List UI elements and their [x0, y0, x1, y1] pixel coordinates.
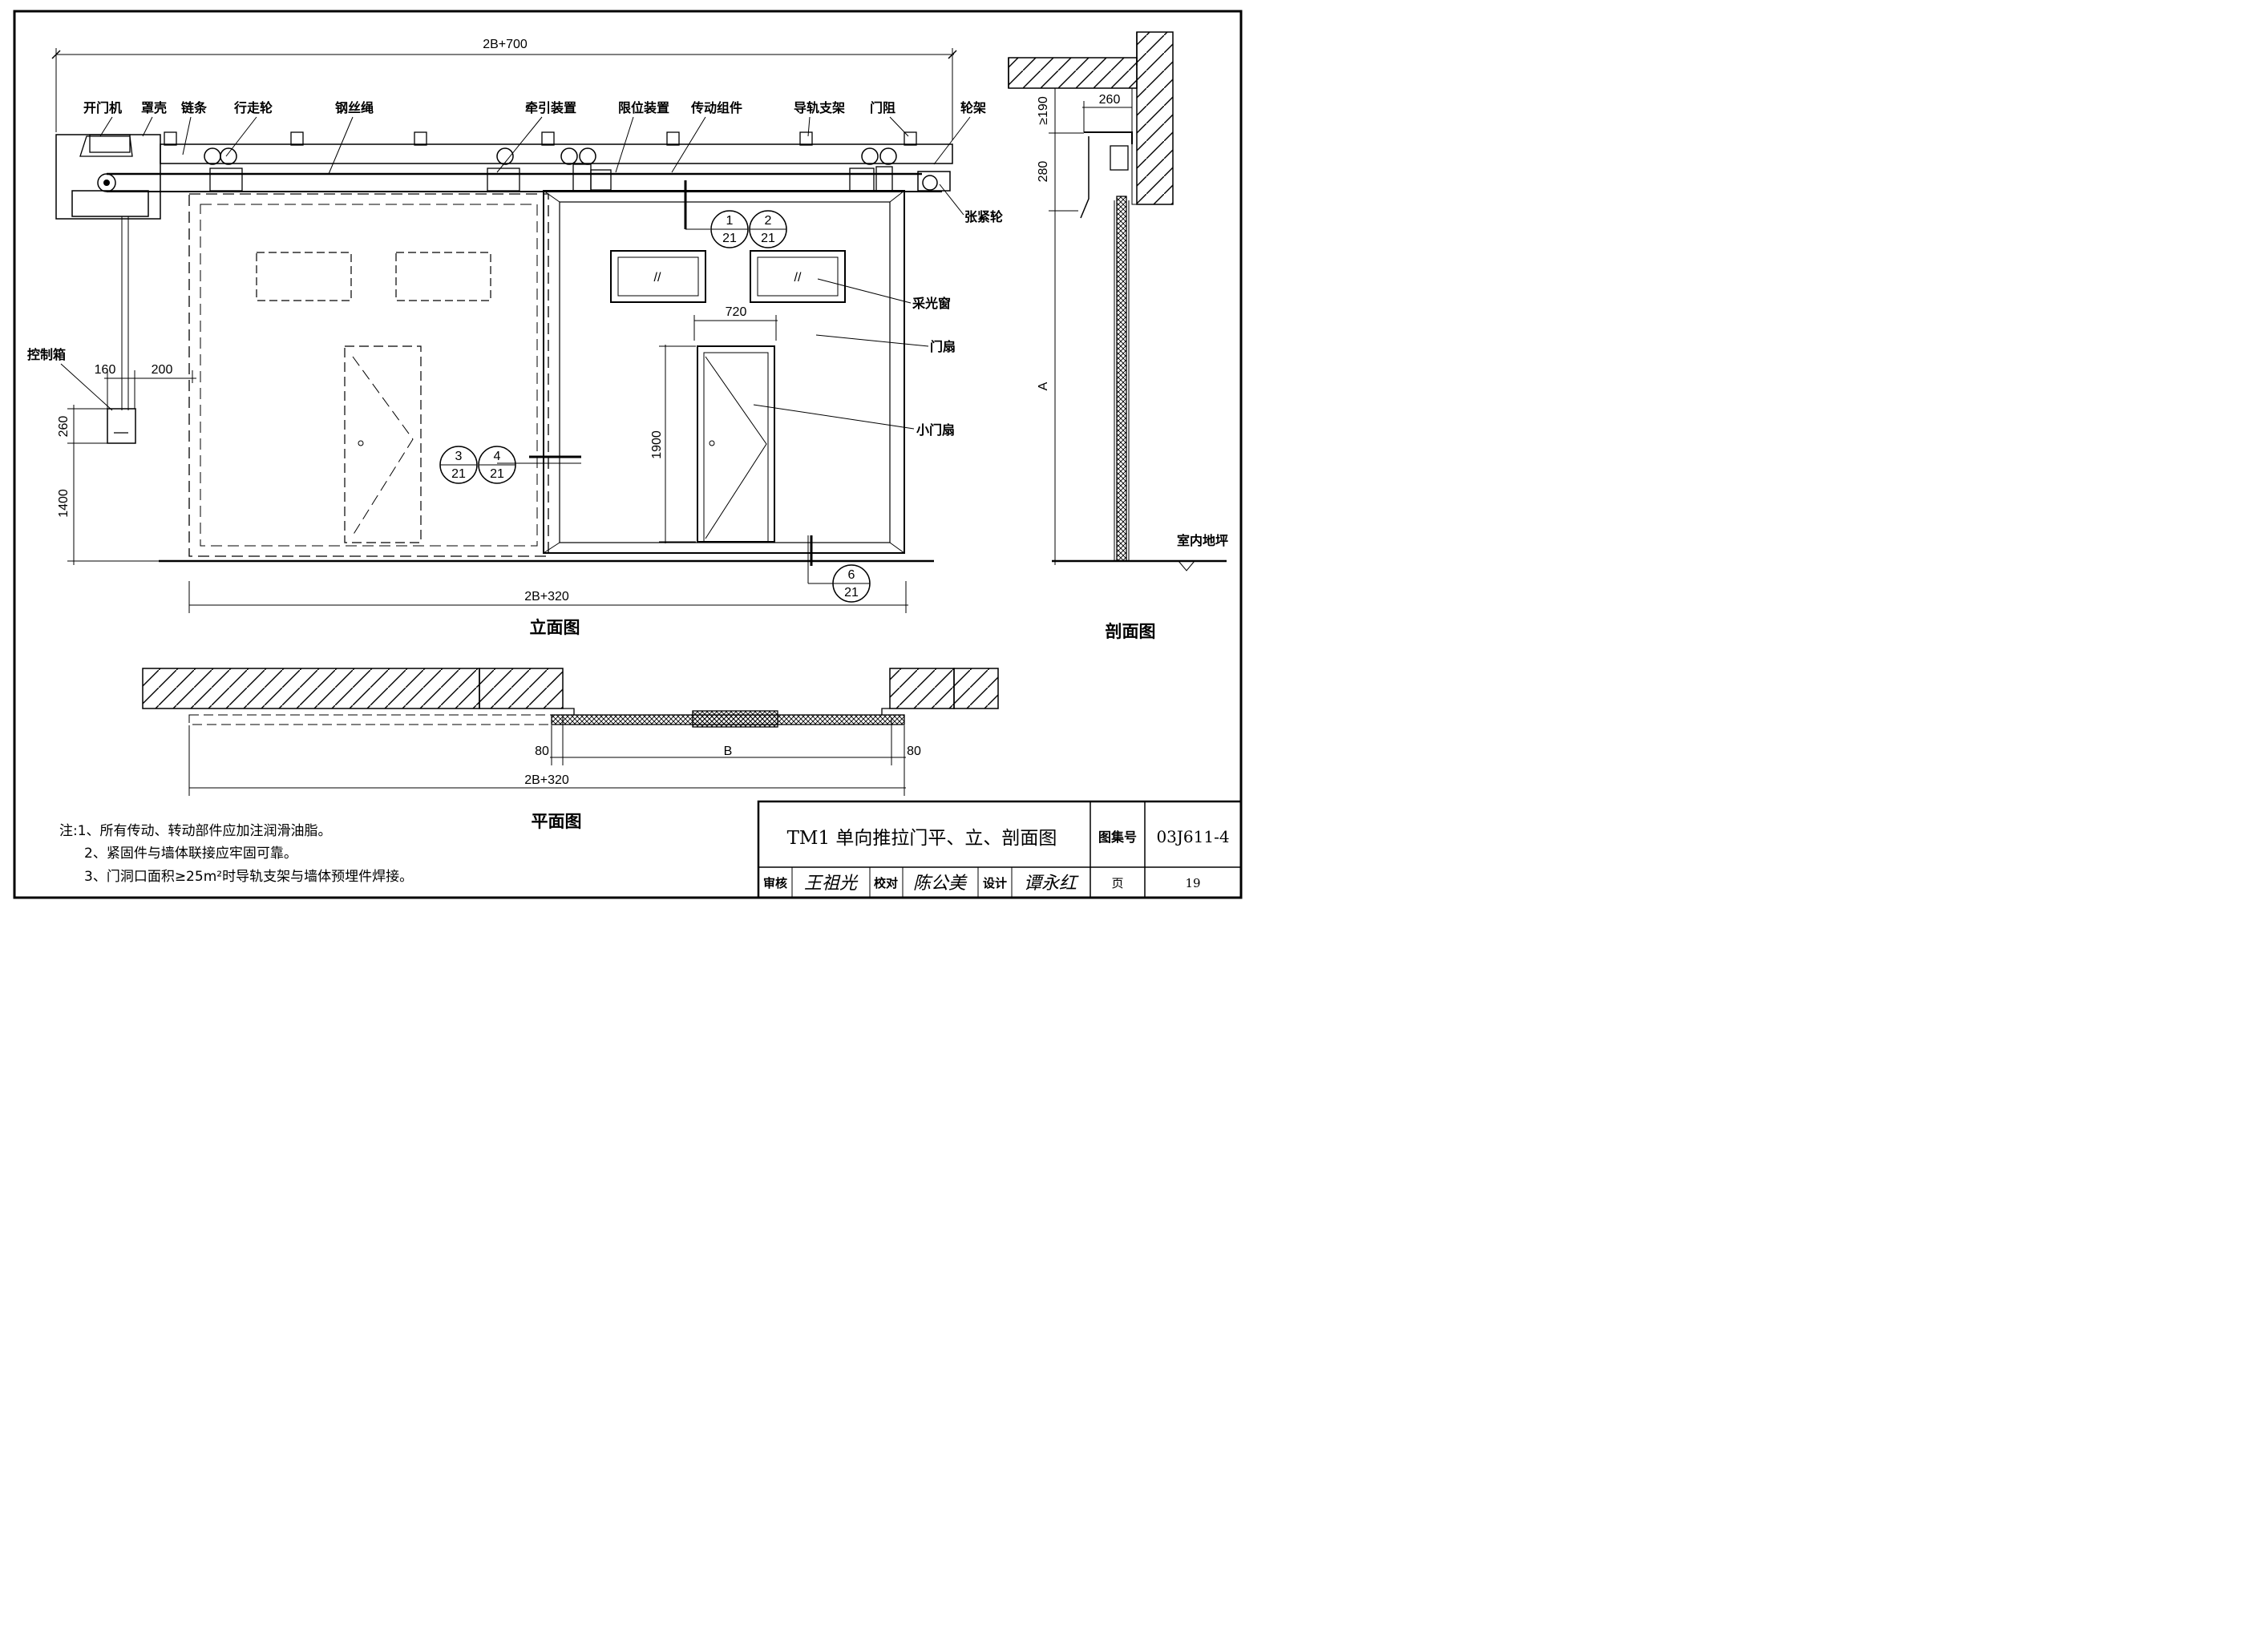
- label-drive: 传动组件: [690, 100, 742, 115]
- section-wall: [1136, 31, 1174, 205]
- plan-wall-right: [889, 668, 955, 709]
- title-section: 剖面图: [1106, 622, 1156, 641]
- dim-plan-left: 80: [535, 745, 549, 758]
- plan-door-open-position: [188, 714, 552, 725]
- check-label: 校对: [874, 876, 898, 890]
- callout-6-num: 6: [848, 568, 855, 582]
- label-rail-bracket: 导轨支架: [794, 100, 845, 115]
- section-lintel: [1008, 57, 1138, 89]
- label-cover: 罩壳: [141, 100, 167, 115]
- label-light-window: 采光窗: [912, 296, 951, 311]
- section-door: [1116, 196, 1127, 562]
- svg-text://: //: [794, 271, 802, 285]
- control-box: [107, 408, 136, 444]
- plan-view: 80 B 80 2B+320 平面图: [142, 668, 999, 831]
- label-wicket-door: 小门扇: [916, 422, 955, 438]
- dim-wicket-width: 720: [726, 305, 747, 319]
- review-label: 审核: [763, 876, 787, 890]
- callout-1-num: 1: [726, 214, 734, 228]
- atlas-label: 图集号: [1098, 830, 1137, 845]
- motor-base: [71, 190, 149, 217]
- callout-3-page: 21: [451, 467, 466, 481]
- dim-section-A: A: [1037, 381, 1050, 390]
- callout-4-num: 4: [494, 450, 501, 463]
- dim-section-260: 260: [1099, 93, 1121, 107]
- callout-6-page: 21: [844, 586, 859, 599]
- notes: 注:1、所有传动、转动部件应加注润滑油脂。 2、紧固件与墙体联接应牢固可靠。 3…: [59, 823, 413, 885]
- detail-callouts: 1 21 2 21 3 21 4 21 6 21: [439, 180, 871, 603]
- reviewer-signature: 王祖光: [804, 874, 859, 894]
- callout-3-num: 3: [455, 450, 463, 463]
- label-chain: 链条: [181, 100, 208, 115]
- dim-section-280: 280: [1037, 161, 1050, 183]
- dim-plan-opening: B: [724, 745, 733, 758]
- elevation-view: 2B+700: [27, 38, 1003, 637]
- door-leaf: [543, 190, 905, 554]
- leader-lines: [60, 116, 971, 430]
- dim-section-190: ≥190: [1037, 96, 1050, 125]
- tension-wheel: [922, 175, 938, 191]
- dim-wicket-height: 1900: [650, 430, 664, 459]
- label-door-leaf: 门扇: [930, 339, 956, 354]
- svg-text://: //: [654, 271, 661, 285]
- door-leaf-open-position: [188, 193, 549, 557]
- label-stopper: 门阻: [870, 100, 895, 115]
- drawing-sheet: 2B+700: [0, 0, 1255, 907]
- atlas-number: 03J611-4: [1156, 827, 1229, 846]
- wicket-door: [697, 345, 775, 543]
- dim-plan-right: 80: [907, 745, 921, 758]
- label-tension-wheel: 张紧轮: [964, 209, 1003, 224]
- designer-signature: 谭永红: [1024, 874, 1079, 894]
- note-2: 2、紧固件与墙体联接应牢固可靠。: [84, 846, 297, 862]
- dim-box-w1: 160: [95, 363, 116, 377]
- note-3: 3、门洞口面积≥25m²时导轨支架与墙体预埋件焊接。: [84, 869, 413, 885]
- rail-brackets: [164, 131, 917, 146]
- motor-body: [79, 135, 133, 157]
- label-opener: 开门机: [83, 100, 122, 115]
- dim-box-height: 260: [57, 416, 71, 438]
- label-wheel-frame: 轮架: [960, 100, 986, 115]
- design-label: 设计: [983, 876, 1007, 890]
- note-1: 注:1、所有传动、转动部件应加注润滑油脂。: [59, 823, 332, 839]
- title-plan: 平面图: [532, 812, 582, 831]
- callout-2-page: 21: [761, 232, 775, 245]
- dim-box-elevation: 1400: [57, 489, 71, 518]
- drawing-canvas: 2B+700: [13, 10, 1243, 899]
- dim-box-w2: 200: [152, 363, 173, 377]
- light-windows: // //: [610, 250, 846, 303]
- plan-wall-left: [142, 668, 480, 709]
- label-traction: 牵引装置: [525, 100, 576, 115]
- checker-signature: 陈公美: [913, 874, 968, 894]
- title-block: TM1 单向推拉门平、立、剖面图 图集号 03J611-4 审核 王祖光 校对 …: [757, 800, 1243, 899]
- page-number: 19: [1185, 876, 1200, 890]
- title-elevation: 立面图: [530, 618, 580, 637]
- callout-1-page: 21: [722, 232, 737, 245]
- drawing-title: TM1 单向推拉门平、立、剖面图: [787, 828, 1057, 849]
- tension-wheel-housing: [917, 171, 951, 192]
- dim-elev-bottom: 2B+320: [524, 590, 569, 604]
- page-label: 页: [1111, 876, 1123, 890]
- label-control-box: 控制箱: [27, 347, 66, 362]
- label-limit: 限位装置: [618, 100, 669, 115]
- dim-overall-top: 2B+700: [483, 38, 528, 51]
- sheet-border: [13, 10, 1243, 899]
- label-indoor-floor: 室内地坪: [1177, 533, 1228, 548]
- hangers: [209, 163, 893, 192]
- callout-4-page: 21: [490, 467, 504, 481]
- rail-cover: [160, 143, 953, 164]
- component-labels: 开门机 罩壳 链条 行走轮 钢丝绳 牵引装置 限位装置 传动组件 导轨支架 门阻…: [27, 100, 1003, 438]
- dim-plan-bottom: 2B+320: [524, 773, 569, 787]
- callout-2-num: 2: [765, 214, 772, 228]
- section-view: 室内地坪 ≥190 280 A 260 剖面图: [1008, 31, 1228, 641]
- walk-wheels: [204, 147, 897, 165]
- label-walk-wheel: 行走轮: [233, 100, 273, 115]
- label-wire-rope: 钢丝绳: [335, 100, 374, 115]
